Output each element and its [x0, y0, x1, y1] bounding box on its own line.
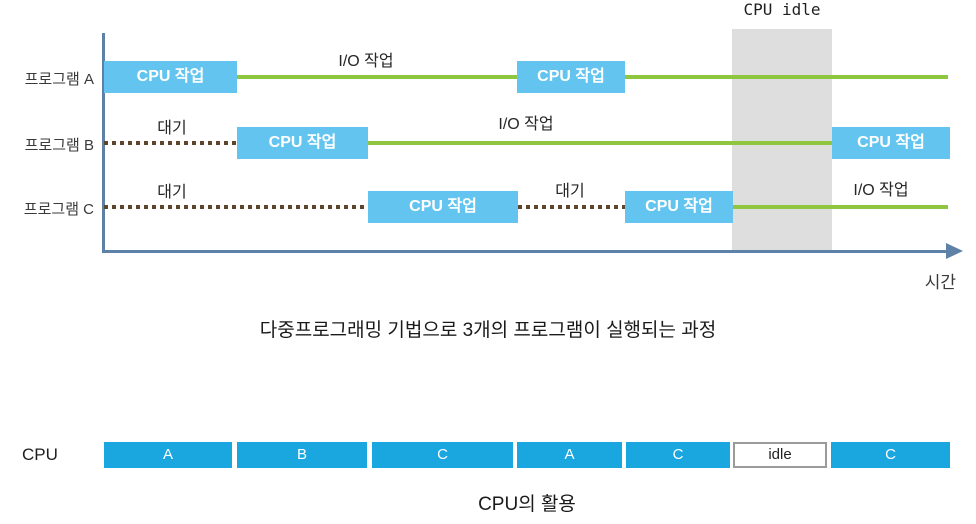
io-line-program-b [368, 141, 832, 145]
y-axis [102, 33, 105, 252]
time-axis-label: 시간 [924, 273, 956, 292]
cpu-task-box-c1: CPU 작업 [368, 191, 518, 223]
cpu-bar-segment-a2: A [517, 442, 622, 468]
cpu-bar-segment-b: B [237, 442, 367, 468]
io-label-program-b: I/O 작업 [498, 116, 554, 133]
cpu-bar-segment-c2: C [626, 442, 730, 468]
cpu-idle-region [732, 29, 832, 252]
cpu-bar-label: CPU [22, 445, 58, 464]
io-label-program-a: I/O 작업 [338, 53, 394, 70]
wait-line-1-program-c [104, 205, 368, 209]
wait-label-2-program-c: 대기 [555, 183, 585, 200]
wait-line-2-program-c [518, 205, 625, 209]
x-axis-arrow-icon [946, 243, 963, 259]
cpu-bar-segment-c1: C [372, 442, 513, 468]
wait-label-1-program-c: 대기 [157, 184, 187, 201]
cpu-bar-segment-a1: A [104, 442, 232, 468]
wait-line-program-b [104, 141, 237, 145]
timeline-caption: 다중프로그래밍 기법으로 3개의 프로그램이 실행되는 과정 [259, 320, 717, 341]
cpu-idle-label: CPU idle [743, 0, 821, 19]
cpu-task-box-a1: CPU 작업 [104, 61, 237, 93]
io-line-program-c [733, 205, 948, 209]
row-label-program-b: 프로그램 B [24, 137, 94, 154]
cpu-task-box-a2: CPU 작업 [517, 61, 625, 93]
cpu-task-box-b2: CPU 작업 [832, 127, 950, 159]
x-axis [102, 250, 948, 253]
cpu-task-box-b1: CPU 작업 [237, 127, 368, 159]
io-label-program-c: I/O 작업 [853, 182, 909, 199]
cpu-bar-segment-c3: C [831, 442, 950, 468]
wait-label-program-b: 대기 [157, 120, 187, 137]
row-label-program-a: 프로그램 A [24, 71, 94, 88]
row-label-program-c: 프로그램 C [23, 201, 94, 218]
cpu-bar-segment-idle: idle [733, 442, 827, 468]
cpu-task-box-c2: CPU 작업 [625, 191, 733, 223]
cpu-bar-caption: CPU의 활용 [478, 494, 576, 515]
